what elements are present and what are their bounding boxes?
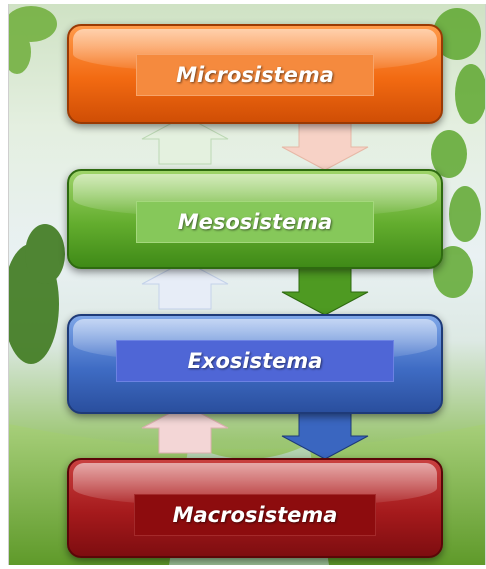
exosistema-label: Exosistema bbox=[116, 340, 394, 382]
tree-left bbox=[9, 224, 65, 364]
microsistema-box: Microsistema bbox=[67, 24, 443, 124]
macrosistema-label: Macrosistema bbox=[134, 494, 376, 536]
exosistema-box: Exosistema bbox=[67, 314, 443, 414]
leaf-cluster-top-left bbox=[9, 6, 57, 74]
mesosistema-label: Mesosistema bbox=[136, 201, 374, 243]
microsistema-label: Microsistema bbox=[136, 54, 374, 96]
diagram-frame: Microsistema Mesosistema Exosistema Macr… bbox=[8, 4, 486, 565]
mesosistema-box: Mesosistema bbox=[67, 169, 443, 269]
macrosistema-box: Macrosistema bbox=[67, 458, 443, 558]
